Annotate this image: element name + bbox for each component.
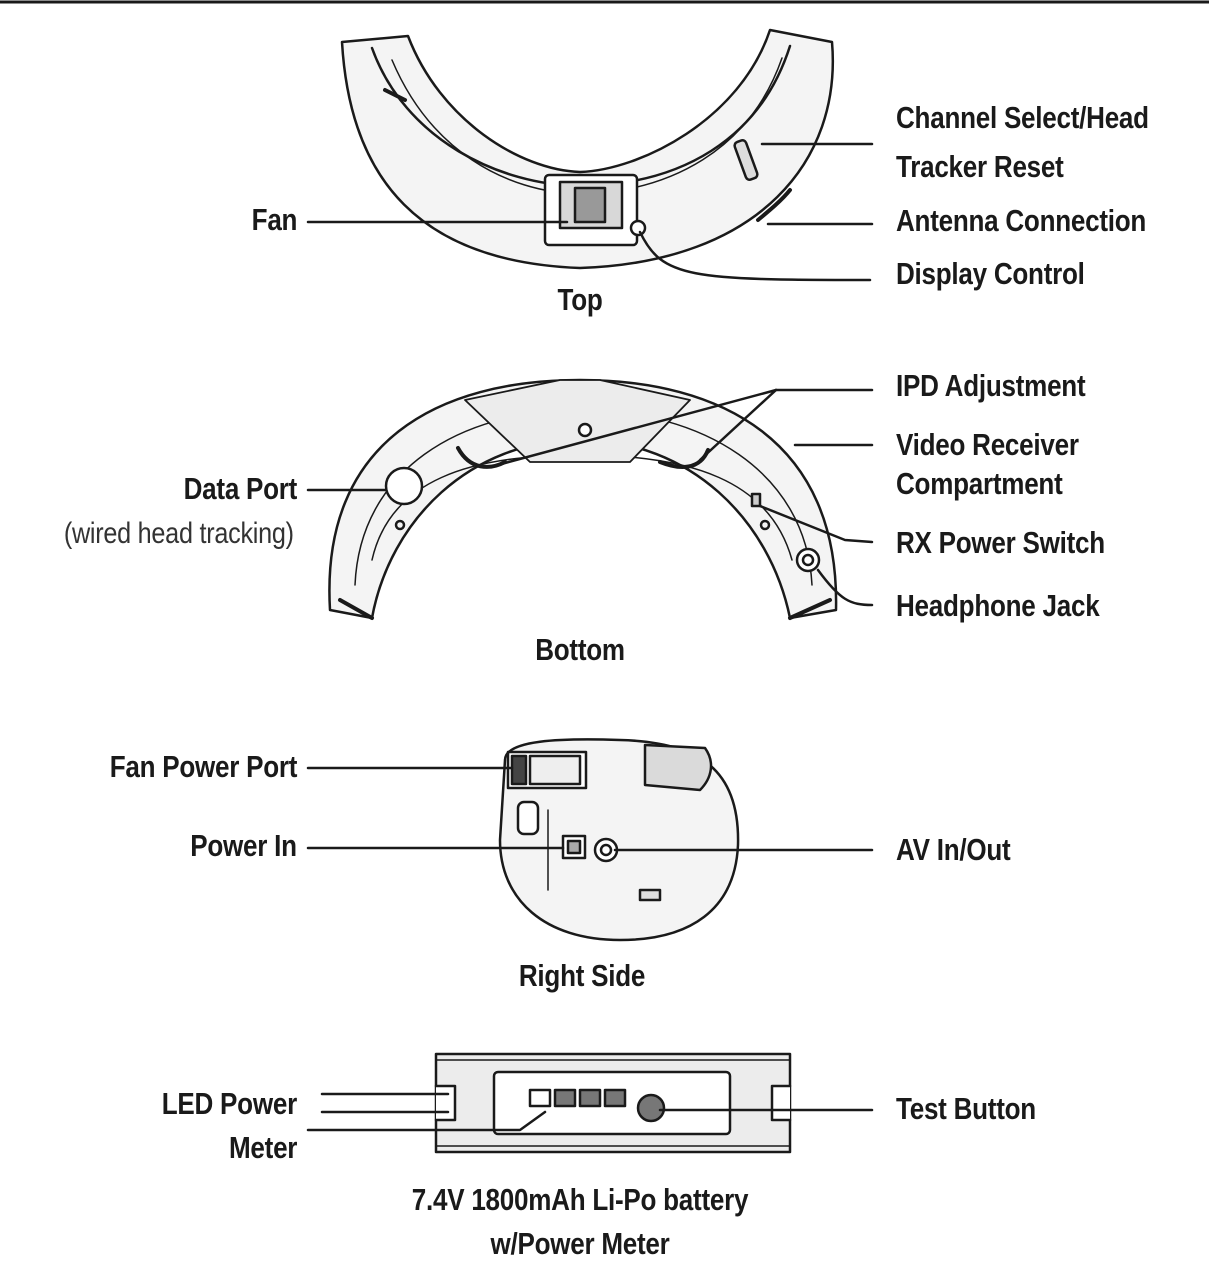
headphone-jack-label: Headphone Jack [896,588,1100,623]
rx-power-switch-label: RX Power Switch [896,525,1105,560]
fan-label: Fan [251,202,297,237]
fan-power-port-label: Fan Power Port [109,749,298,784]
antenna-connection-label: Antenna Connection [896,203,1147,238]
video-receiver-label-line1: Video Receiver [896,427,1079,462]
power-in-label: Power In [190,828,297,863]
top-caption: Top [557,282,603,317]
channel-select-label-line2: Tracker Reset [896,149,1064,184]
data-port-note: (wired head tracking) [63,517,294,550]
goggles-right-side-view [498,738,740,942]
goggles-top-view [340,28,835,270]
battery-pack [434,1052,792,1154]
goggles-bottom-view [328,378,838,620]
test-button-label: Test Button [896,1091,1036,1126]
av-in-out-label: AV In/Out [896,832,1011,867]
bottom-caption: Bottom [535,632,625,667]
display-control-label: Display Control [896,256,1085,291]
data-port-label: Data Port [183,471,298,506]
led-power-meter-label-line2: Meter [228,1130,297,1165]
battery-caption-line1: 7.4V 1800mAh Li-Po battery [411,1182,749,1217]
channel-select-label-line1: Channel Select/Head [896,100,1149,135]
led-power-meter-label-line1: LED Power [161,1086,297,1121]
ipd-adjustment-label: IPD Adjustment [896,368,1086,403]
video-receiver-label-line2: Compartment [896,466,1063,501]
right-side-caption: Right Side [518,958,646,993]
battery-caption-line2: w/Power Meter [490,1226,670,1261]
leader-lines [306,142,874,1132]
